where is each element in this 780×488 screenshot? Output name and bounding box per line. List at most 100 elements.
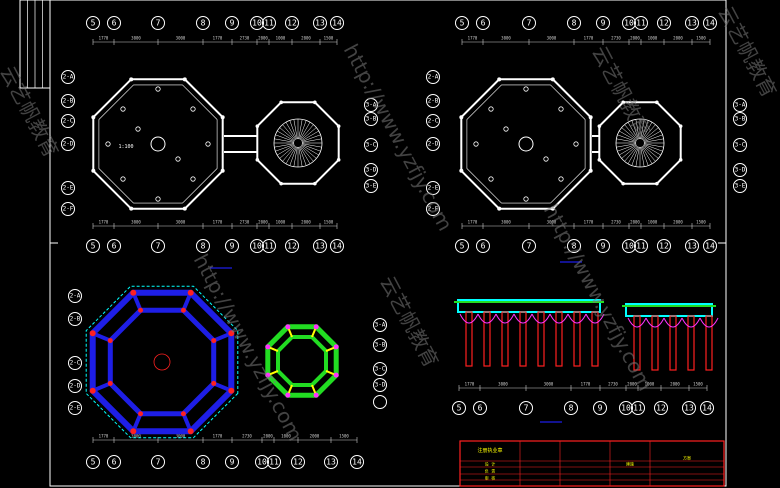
dim-bottom-right-text: 2730 [611, 220, 621, 225]
plan-upper-left-stair-radial [301, 144, 319, 156]
dim-bottom-right-text: 2000 [630, 220, 640, 225]
plan-upper-right-stair-radial [642, 145, 656, 162]
framing-rafter [181, 291, 193, 312]
plan-upper-right-stair-radial [624, 145, 638, 162]
section-b-column [687, 315, 695, 371]
dim-lower-left-text: 3000 [131, 434, 141, 439]
axis-bubble-side-ur-2 [426, 114, 440, 128]
dim-lower-left-text: 2000 [263, 434, 273, 439]
axis-bubble-side-ll-3 [68, 379, 82, 393]
axis-bubble-top-left-8-label: 13 [315, 19, 325, 28]
plan-upper-right-stair-radial [631, 146, 639, 166]
axis-bubble-side-ul-5-label: 2-F [63, 206, 74, 213]
plan-upper-right-small-column [621, 181, 625, 186]
axis-bubble-top-left-4 [225, 16, 239, 30]
axis-bubble-mid-right-8 [685, 239, 699, 253]
plan-upper-right-stair-radial [643, 134, 663, 142]
plan-upper-right-column [550, 206, 555, 211]
axis-bubble-side-ul-0 [61, 70, 75, 84]
axis-bubble-bottom-left-8-label: 13 [326, 458, 336, 467]
framing-small-column-marker [333, 372, 339, 378]
framing-column-marker [228, 387, 235, 394]
plan-upper-right-post [558, 106, 564, 112]
plan-upper-left-stair-radial [277, 130, 295, 142]
axis-bubble-mid-right-5 [622, 239, 636, 253]
dim-section-text: 3000 [498, 382, 508, 387]
plan-upper-right-column [588, 115, 593, 120]
axis-bubble-side-ul-4-label: 2-E [63, 185, 74, 192]
framing-small-column-marker [265, 372, 271, 378]
axis-bubble-top-right-7-label: 12 [659, 19, 669, 28]
axis-bubble-mid-right-6 [634, 239, 648, 253]
axis-bubble-side-lr-4 [373, 395, 387, 409]
plan-upper-left-column [220, 115, 225, 120]
plan-upper-left-stair-radial [289, 120, 297, 140]
axis-bubble-side-ur-4 [426, 181, 440, 195]
axis-bubble-mid-right-3-label: 8 [572, 242, 577, 251]
plan-upper-left-post [105, 141, 111, 147]
axis-bubble-mid-right-4-label: 9 [601, 242, 606, 251]
axis-bubble-side-ll-3-label: 2-D [70, 383, 81, 390]
dim-top-right-text: 1500 [696, 36, 706, 41]
axis-bubble-section-5 [619, 401, 633, 415]
plan-upper-right-stair-radial [631, 120, 639, 140]
axis-bubble-mid-right-1 [476, 239, 490, 253]
axis-bubble-side-small-l-2-label: 3-C [366, 142, 377, 149]
axis-bubble-top-left-6-label: 11 [264, 19, 274, 28]
plan-upper-right-stair-radial [643, 143, 664, 148]
dim-bottom-left-text: 3000 [131, 220, 141, 225]
axis-bubble-section-9-label: 14 [702, 404, 712, 413]
framing-center-circle [153, 353, 171, 371]
plan-upper-left-stair-radial [298, 119, 303, 140]
section-a-column [519, 311, 527, 367]
axis-bubble-bottom-left-3 [196, 455, 210, 469]
dim-section-text: 2000 [670, 382, 680, 387]
axis-bubble-top-left-2-label: 7 [156, 19, 161, 28]
axis-bubble-top-right-1 [476, 16, 490, 30]
axis-bubble-bottom-left-6 [267, 455, 281, 469]
plan-upper-left-stair-radial [301, 143, 322, 148]
title-block-row-label: 设 计 [485, 461, 495, 467]
axis-bubble-top-right-2-label: 7 [527, 19, 532, 28]
dim-bottom-left-text: 1500 [324, 220, 334, 225]
axis-bubble-side-ul-1-label: 2-B [63, 98, 74, 105]
axis-bubble-side-ll-2 [68, 356, 82, 370]
axis-bubble-mid-left-5-label: 10 [252, 242, 262, 251]
dim-bottom-left-text: 1770 [213, 220, 223, 225]
dim-section-text: 1500 [693, 382, 703, 387]
axis-bubble-side-small-l-1-label: 3-B [366, 116, 377, 123]
section-a-column [501, 311, 509, 367]
section-a-bracket-arch [585, 313, 605, 324]
plan-upper-right-stair-radial [641, 122, 653, 140]
axis-bubble-mid-left-2 [151, 239, 165, 253]
plan-upper-right-stair-radial [635, 119, 640, 140]
framing-rafter [212, 331, 233, 343]
axis-bubble-top-left-3-label: 8 [201, 19, 206, 28]
section-b-column [705, 315, 713, 371]
axis-bubble-mid-left-6 [262, 239, 276, 253]
plan-upper-right-small-pavilion-outline [598, 101, 682, 185]
plan-upper-left-stair-radial [293, 146, 298, 167]
section-b-column [633, 315, 641, 371]
dim-bottom-left-text: 1000 [276, 220, 286, 225]
plan-upper-left-post [190, 106, 196, 112]
dim-section-text: 3000 [544, 382, 554, 387]
axis-bubble-side-small-r-2-label: 3-C [735, 142, 746, 149]
axis-bubble-side-small-r-1 [733, 112, 747, 126]
axis-bubble-top-right-7 [657, 16, 671, 30]
plan-upper-left-stair-radial [282, 145, 296, 162]
dim-bottom-left-text: 1770 [99, 220, 109, 225]
dim-top-left-text: 3000 [131, 36, 141, 41]
section-b-column [669, 315, 677, 371]
axis-bubble-mid-left-1-label: 6 [112, 242, 117, 251]
axis-bubble-top-right-3 [567, 16, 581, 30]
section-b-bracket-arch [699, 317, 719, 328]
framing-small-column-marker [313, 324, 319, 330]
axis-bubble-side-small-r-2 [733, 138, 747, 152]
axis-bubble-mid-right-9 [703, 239, 717, 253]
axis-bubble-bottom-left-4-label: 9 [230, 458, 235, 467]
plan-upper-left-post [205, 141, 211, 147]
axis-bubble-side-small-l-2 [364, 138, 378, 152]
axis-bubble-top-right-8-label: 13 [687, 19, 697, 28]
